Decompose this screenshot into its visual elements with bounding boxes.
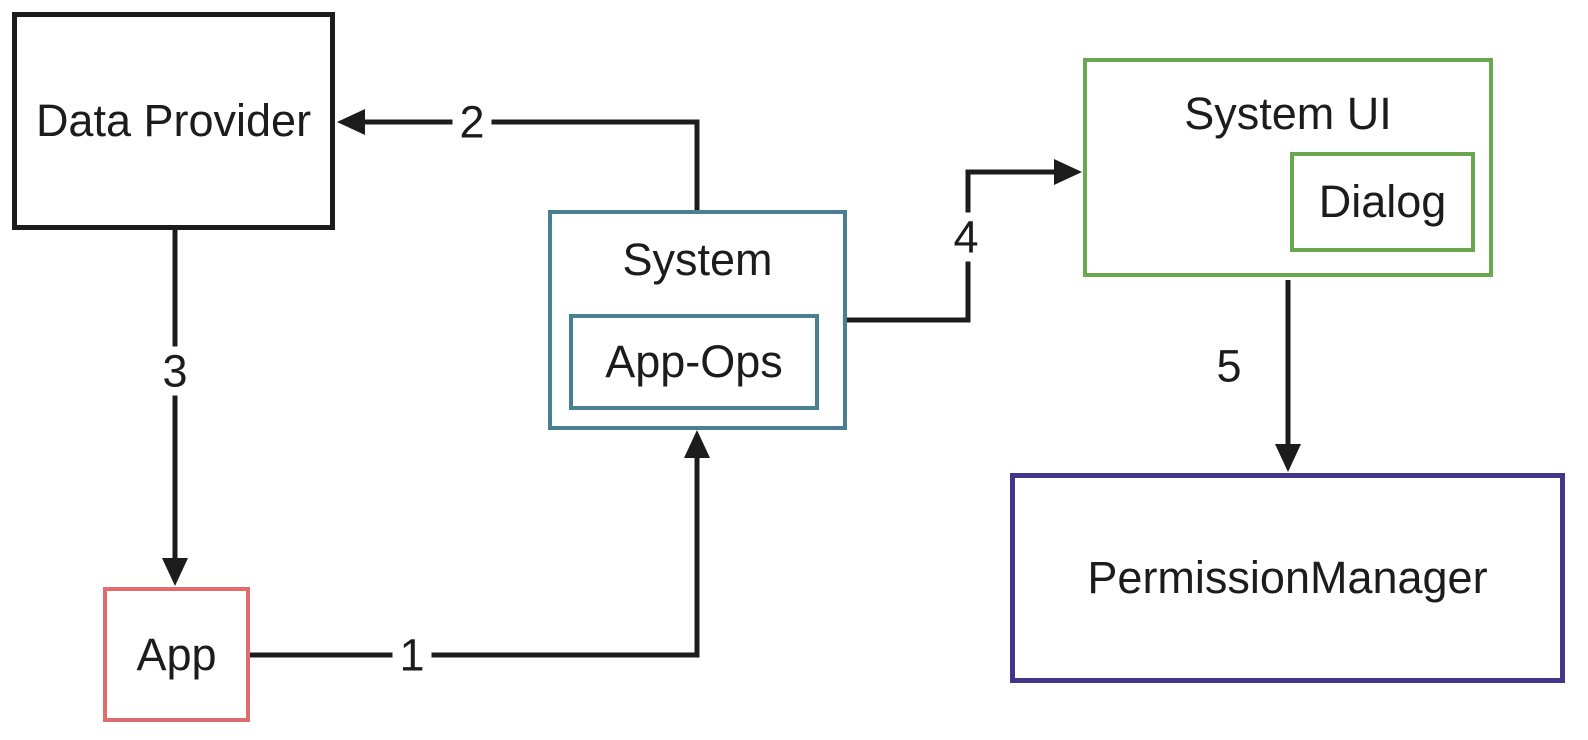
edge-2-line [350, 119, 700, 210]
edge-app-to-system [250, 430, 710, 658]
edge-system-to-data-provider [337, 109, 700, 210]
node-permission-manager: PermissionManager [1010, 473, 1565, 683]
edge-1-label: 1 [392, 630, 432, 680]
node-system: System App-Ops [548, 210, 847, 430]
node-app: App [103, 587, 250, 722]
edge-3-label: 3 [155, 346, 195, 396]
edge-2-arrowhead-left-icon [337, 109, 365, 135]
edge-4-arrowhead-right-icon [1054, 159, 1082, 185]
edge-5-arrowhead-down-icon [1275, 444, 1301, 472]
edge-5-label: 5 [1209, 341, 1249, 391]
node-dialog: Dialog [1290, 152, 1475, 252]
node-system-ui-label: System UI [1184, 88, 1392, 139]
edge-system-ui-to-permission-manager [1275, 280, 1301, 472]
node-system-label: System [622, 234, 773, 285]
node-app-ops: App-Ops [569, 314, 819, 410]
edge-1-line [250, 448, 700, 658]
node-dialog-label: Dialog [1318, 176, 1447, 228]
edge-4-label: 4 [946, 212, 986, 262]
edge-3-arrowhead-down-icon [162, 558, 188, 586]
node-app-label: App [136, 628, 217, 680]
edge-data-provider-to-app [162, 230, 188, 586]
node-system-ui: System UI Dialog [1083, 58, 1493, 277]
node-data-provider-label: Data Provider [35, 95, 312, 147]
node-data-provider: Data Provider [12, 12, 335, 230]
edge-1-arrowhead-up-icon [684, 430, 710, 458]
node-permission-manager-label: PermissionManager [1087, 552, 1488, 604]
node-app-ops-label: App-Ops [605, 336, 783, 388]
edge-2-label: 2 [452, 97, 492, 147]
